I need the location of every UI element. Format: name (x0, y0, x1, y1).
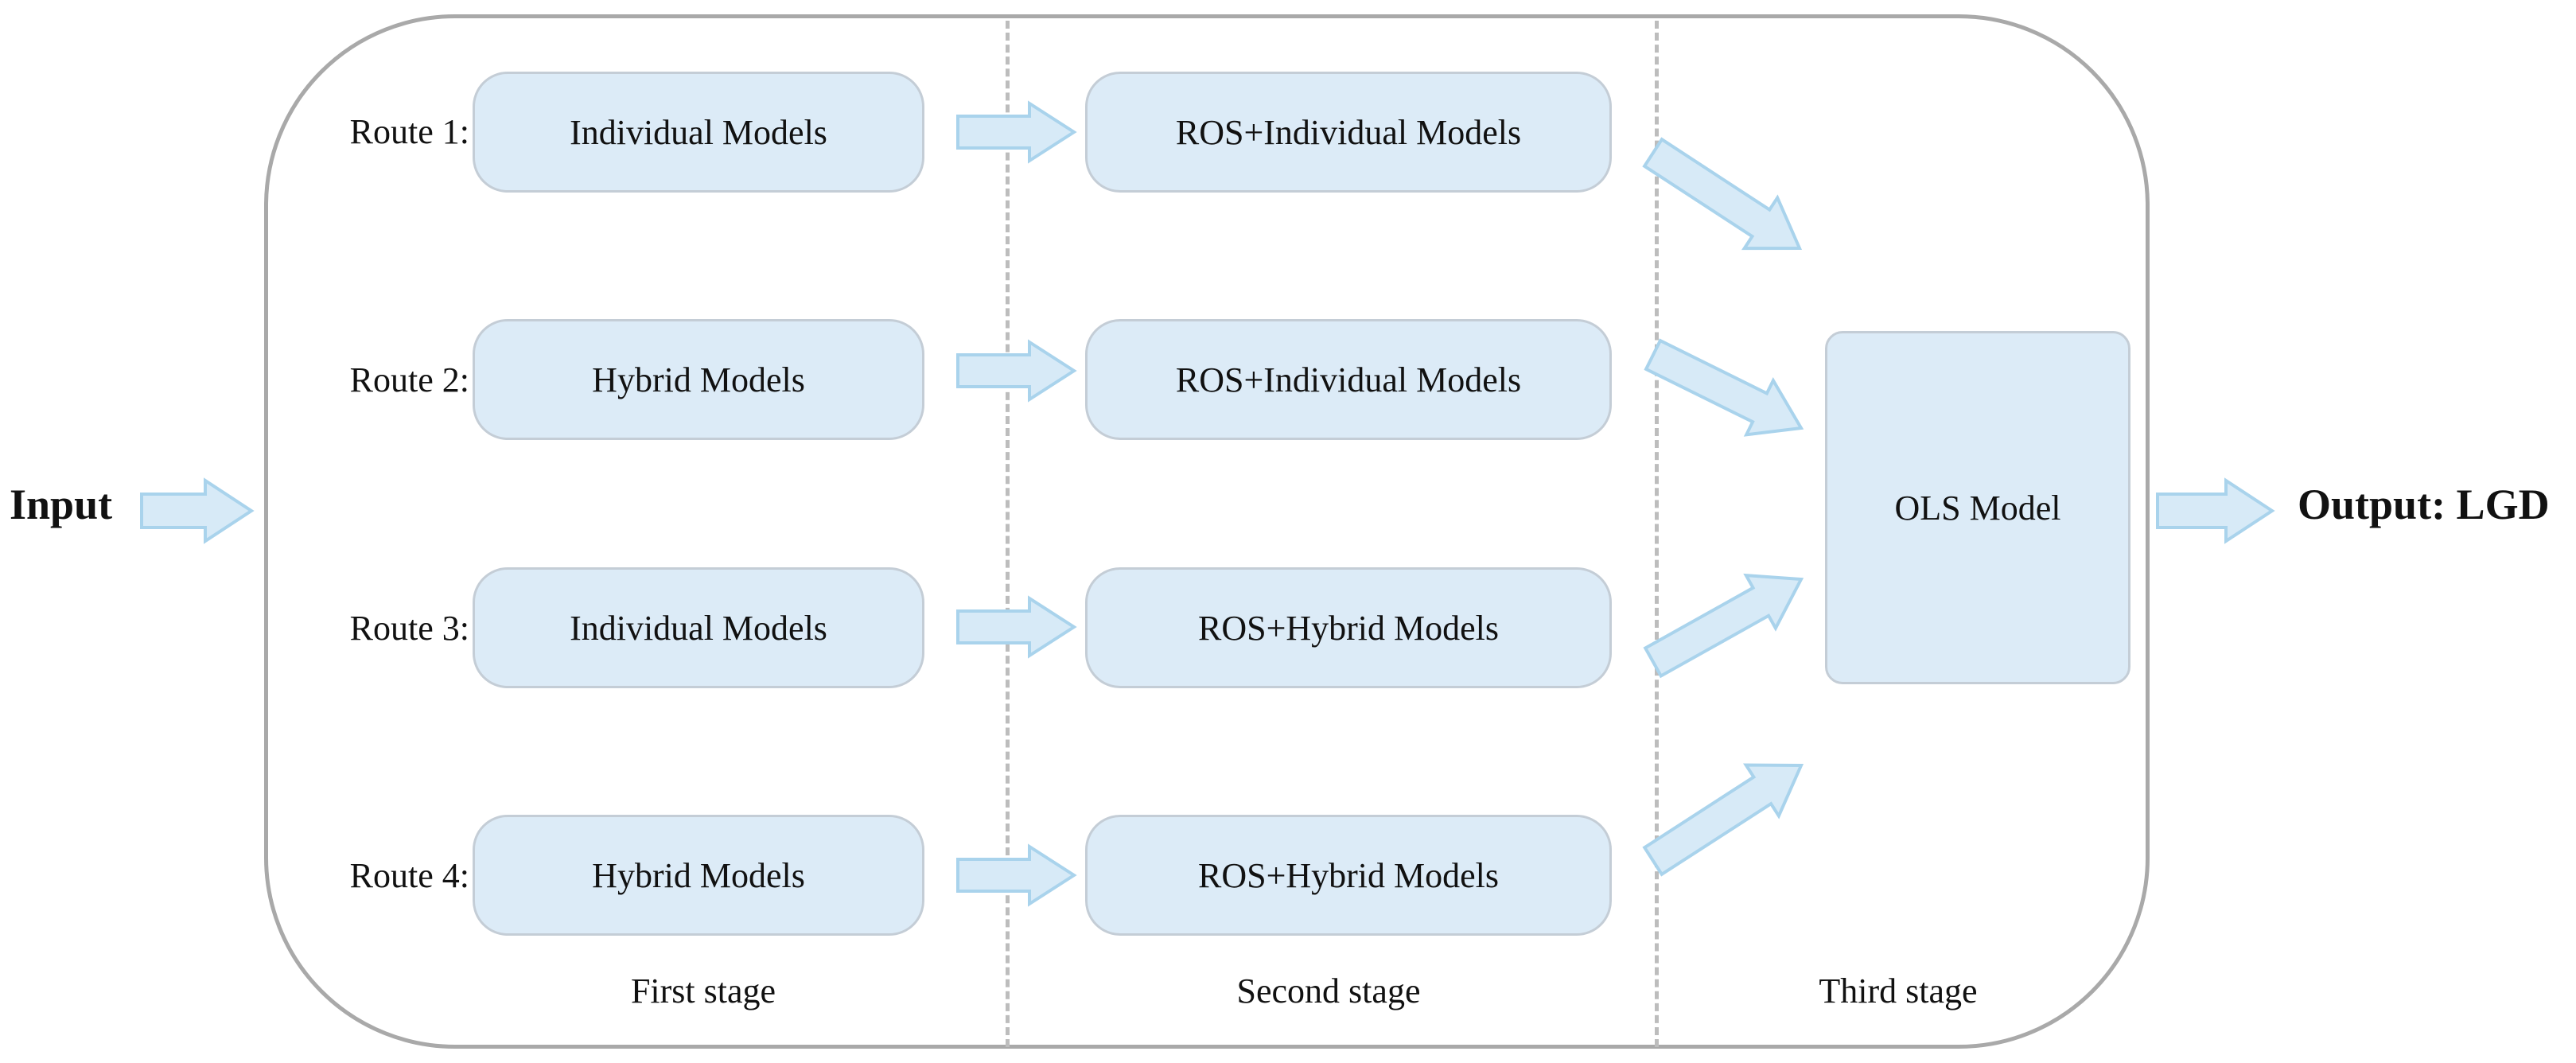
route-1-label: Route 1: (349, 112, 469, 151)
second-stage-label: Second stage (1236, 971, 1421, 1010)
route-2-label: Route 2: (349, 360, 469, 399)
output-label: Output: LGD (2298, 481, 2550, 528)
stage-divider-1 (1006, 21, 1010, 1047)
stage-divider-2 (1655, 21, 1659, 1047)
stage1-to-stage2-arrow-1 (956, 100, 1077, 164)
route-4-to-ols-arrow (1642, 763, 1804, 877)
route-4-first-stage-box: Hybrid Models (473, 815, 924, 936)
route-2-first-stage-box: Hybrid Models (473, 319, 924, 440)
route-4-second-stage-box: ROS+Hybrid Models (1085, 815, 1612, 936)
input-label: Input (10, 481, 113, 528)
output-arrow (2156, 477, 2275, 544)
route-3-to-ols-arrow (1643, 573, 1804, 679)
route-3-first-stage-box: Individual Models (473, 567, 924, 688)
route-3-second-stage-box: ROS+Hybrid Models (1085, 567, 1612, 688)
route-3-label: Route 3: (349, 609, 469, 648)
route-1-second-stage-box: ROS+Individual Models (1085, 72, 1612, 193)
ols-model-box: OLS Model (1825, 331, 2130, 684)
route-2-to-ols-arrow (1644, 338, 1804, 437)
route-4-label: Route 4: (349, 856, 469, 895)
stage1-to-stage2-arrow-3 (956, 595, 1077, 659)
third-stage-label: Third stage (1819, 971, 1978, 1010)
input-arrow (140, 477, 255, 544)
pipeline-frame (264, 14, 2150, 1049)
stage1-to-stage2-arrow-4 (956, 843, 1077, 907)
first-stage-label: First stage (630, 971, 776, 1010)
route-1-first-stage-box: Individual Models (473, 72, 924, 193)
route-1-to-ols-arrow (1642, 137, 1803, 251)
stage1-to-stage2-arrow-2 (956, 339, 1077, 403)
route-2-second-stage-box: ROS+Individual Models (1085, 319, 1612, 440)
